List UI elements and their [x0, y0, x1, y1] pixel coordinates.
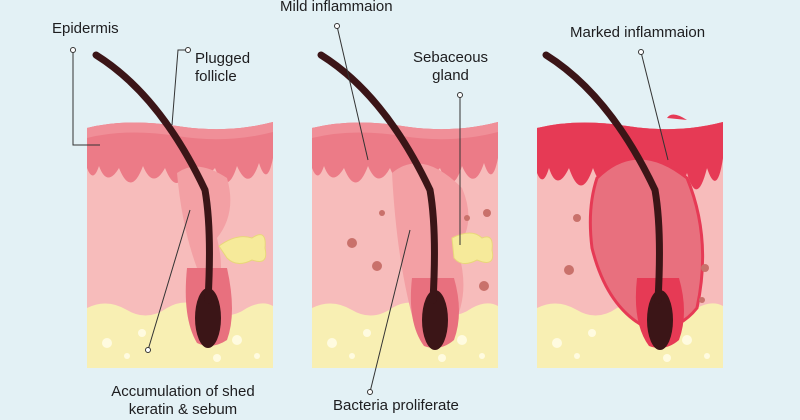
label-accumulation: Accumulation of shed keratin & sebum: [93, 383, 273, 419]
label-line: follicle: [195, 68, 237, 85]
stage-3-marked-inflammation: [537, 114, 723, 368]
label-sebaceous-gland: Sebaceous gland: [413, 49, 488, 85]
leader-lines: [70, 23, 669, 395]
label-line: keratin & sebum: [128, 401, 238, 418]
label-line: Plugged: [195, 50, 251, 67]
stage-1-plugged-follicle: [87, 122, 273, 368]
sebaceous-gland: [218, 234, 267, 264]
label-plugged-follicle: Plugged follicle: [195, 50, 250, 86]
label-line: Accumulation of shed: [111, 383, 255, 400]
label-bacteria-proliferate: Bacteria proliferate: [333, 397, 459, 414]
sebaceous-gland: [451, 232, 494, 264]
hair-bulb: [647, 290, 673, 350]
stage-2-mild-inflammation: [312, 122, 498, 368]
bacteria: [564, 214, 709, 303]
hair-bulb: [422, 290, 448, 350]
hair-shaft-1: [92, 51, 213, 304]
hair-bulb: [195, 288, 221, 348]
hair-shaft-2: [317, 51, 438, 304]
bacteria: [347, 209, 491, 291]
label-mild-inflammation: Mild inflammaion: [280, 0, 393, 15]
hair-shaft-3: [542, 51, 663, 304]
label-epidermis: Epidermis: [52, 20, 119, 37]
follicle-plug: [177, 166, 231, 298]
label-marked-inflammation: Marked inflammaion: [570, 24, 706, 41]
label-line: Sebaceous: [413, 49, 489, 66]
label-line: gland: [432, 67, 469, 84]
